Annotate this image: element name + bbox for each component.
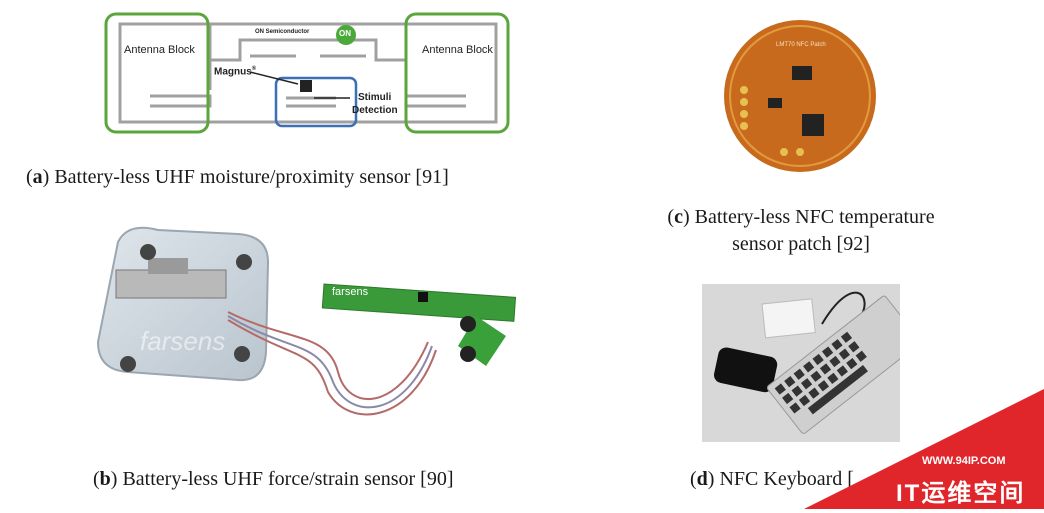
- detection-label: Detection: [352, 105, 398, 116]
- brand-logo-text: ON: [339, 29, 351, 38]
- brand-label: ON Semiconductor: [255, 29, 310, 35]
- nfc-keyboard-illustration: [714, 291, 921, 434]
- caption-a: (a) Battery-less UHF moisture/proximity …: [26, 166, 449, 188]
- watermark: WWW.94IP.COM IT运维空间: [804, 389, 1044, 509]
- plate-logo: farsens: [140, 326, 226, 356]
- antenna-block-right-outline: [404, 12, 510, 134]
- watermark-red-corner: [804, 389, 1044, 509]
- magnus-chip: [300, 80, 312, 92]
- figure-c-photo: LMT70 NFC Patch: [720, 18, 880, 174]
- caption-b: (b) Battery-less UHF force/strain sensor…: [93, 468, 454, 490]
- watermark-text: IT运维空间: [896, 480, 1026, 507]
- patch-board-title: LMT70 NFC Patch: [776, 42, 826, 48]
- sensor-layout-diagram: [104, 12, 510, 134]
- caption-c: (c) Battery-less NFC temperature sensor …: [667, 206, 935, 255]
- antenna-block-left-label: Antenna Block: [124, 44, 195, 56]
- figure-b-photo: farsens farsens: [88, 222, 528, 444]
- antenna-block-right-label: Antenna Block: [422, 44, 493, 56]
- antenna-block-left-outline: [104, 12, 210, 134]
- board-logo: farsens: [332, 286, 369, 298]
- figure-d-photo: [702, 284, 921, 442]
- stimuli-detection-outline: [274, 76, 358, 128]
- magnus-label: Magnus®: [214, 66, 257, 78]
- figure-a-diagram: Antenna Block Antenna Block ON Semicondu…: [100, 10, 516, 138]
- watermark-url: WWW.94IP.COM: [922, 455, 1006, 467]
- on-semiconductor-logo: [336, 25, 356, 45]
- stimuli-label: Stimuli: [358, 92, 392, 103]
- force-sensor-illustration: [96, 226, 517, 416]
- caption-d: (d) NFC Keyboard [: [690, 468, 854, 490]
- nfc-patch-illustration: [724, 20, 876, 172]
